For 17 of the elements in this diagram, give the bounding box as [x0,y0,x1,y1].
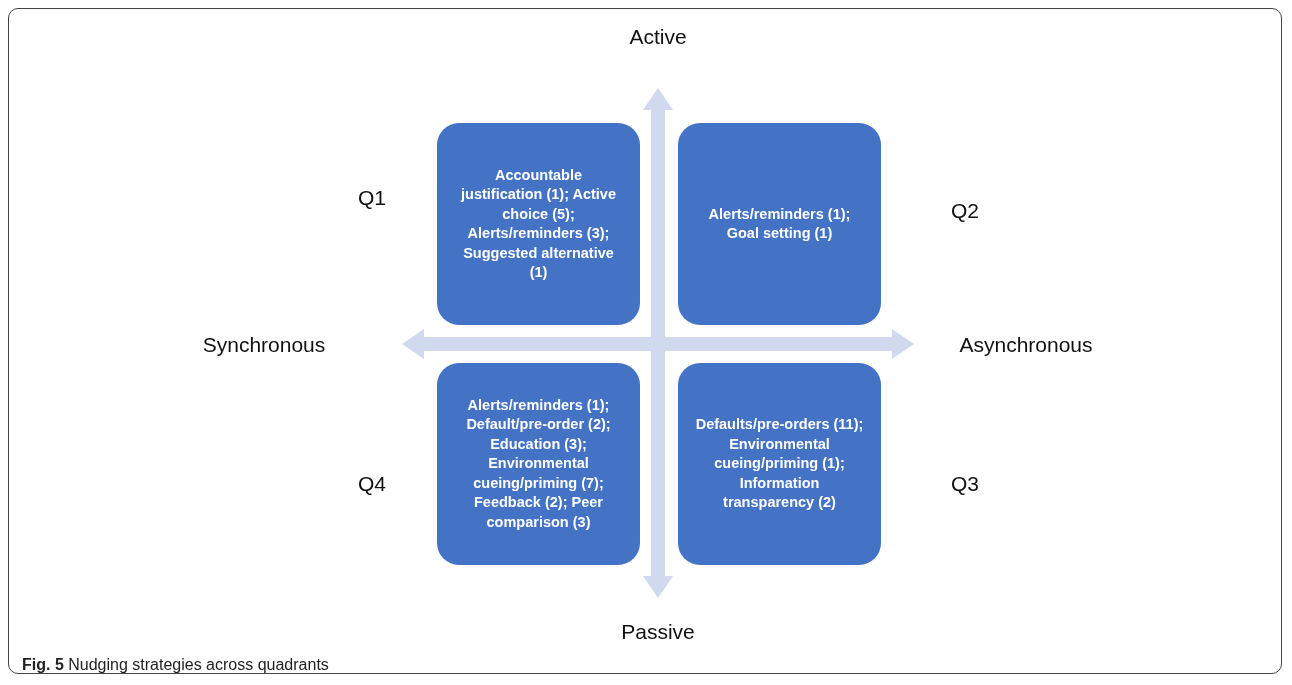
axis-label: Active [629,25,687,49]
quadrant-box [437,123,640,325]
quadrant-label: Q3 [951,472,979,496]
strategy-text: Alerts/reminders (1); Default/pre-order (2); Education (3); Environmental cueing/priming (7); Feedback (2); Peer comparison (3) [465,395,612,532]
strategy-text: Alerts/reminders (1); Goal setting (1) [707,204,852,243]
axis-label: Passive [621,620,695,644]
quadrant-box [678,123,881,325]
axis-label: Synchronous [202,333,326,357]
quadrant-box [437,363,640,565]
quadrant-label: Q2 [951,199,979,223]
quadrant-label: Q1 [358,186,386,210]
figure-caption: Fig. 5 Nudging strategies across quadrants [22,656,329,674]
axis-label: Asynchronous [959,333,1093,357]
strategy-text: Defaults/pre-orders (11); Environmental cueing/priming (1); Information transparency (2) [694,415,865,513]
quadrant-box [678,363,881,565]
quadrant-label: Q4 [358,472,386,496]
strategy-text: Accountable justification (1); Active choice (5); Alerts/reminders (3); Suggested alternative (1) [459,165,617,282]
